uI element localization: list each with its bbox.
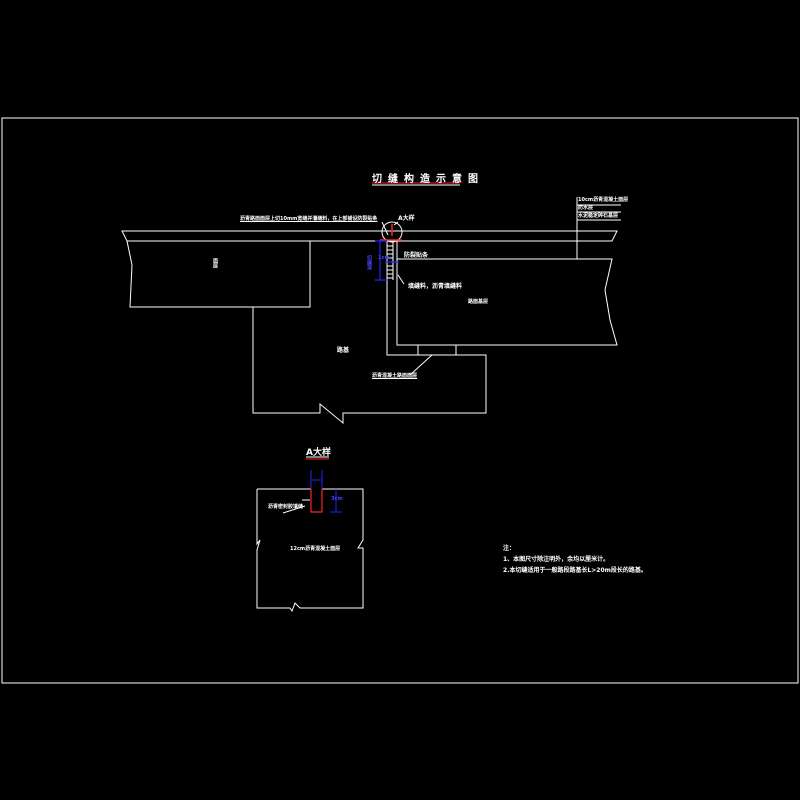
filler-label: 填缝料，沥青填缝料 <box>408 283 463 290</box>
dividers <box>417 345 457 355</box>
right-layer-2: 防水层 <box>578 205 594 211</box>
right-layer-3: 水泥稳定碎石基层 <box>578 213 619 219</box>
right-slab <box>396 241 618 346</box>
left-block-label: 面层 <box>212 258 218 268</box>
note-1: 1、本图尺寸除注明外，余均以厘米计。 <box>503 556 610 563</box>
detail-sealant-label: 沥青密封胶填缝 <box>268 504 304 510</box>
foundation-note: 沥青混凝土路面面层 <box>372 373 418 379</box>
cut-mark <box>380 224 402 241</box>
left-slab <box>126 240 311 308</box>
depth-dimension <box>375 240 399 281</box>
note-2: 2.本切缝适用于一般路段路基长L>20m段长的路基。 <box>503 567 647 574</box>
surface-layer <box>121 230 618 242</box>
detail-view <box>256 456 364 613</box>
crack-cover-label: 防裂贴条 <box>404 252 429 259</box>
drawing-title: 切缝构造示意图 <box>372 174 484 185</box>
width-dim-label: 1cm <box>378 255 390 261</box>
detail-body-label: 12cm沥青混凝土面层 <box>290 546 341 552</box>
base-label: 路面基层 <box>468 299 489 305</box>
detail-dims <box>310 470 342 513</box>
right-layer-1: 10cm沥青混凝土面层 <box>578 197 629 203</box>
top-note: 沥青路面面层上切10mm宽缝并灌缝料，在上部铺设防裂贴条 <box>240 216 378 222</box>
notes-heading: 注： <box>503 545 516 552</box>
right-leaders <box>576 197 621 259</box>
a-callout-label: A大样 <box>398 215 415 222</box>
subgrade-label: 路基 <box>337 347 350 354</box>
detail-callout-circle <box>381 221 403 243</box>
detail-dim-label: 3cm <box>331 496 343 502</box>
section-view <box>121 184 621 425</box>
depth-dim-label: 切缝深 <box>366 255 372 270</box>
drawing-frame <box>1 117 799 684</box>
detail-cut <box>310 489 323 513</box>
detail-title: A大样 <box>306 448 331 458</box>
subgrade-outline <box>252 241 487 425</box>
